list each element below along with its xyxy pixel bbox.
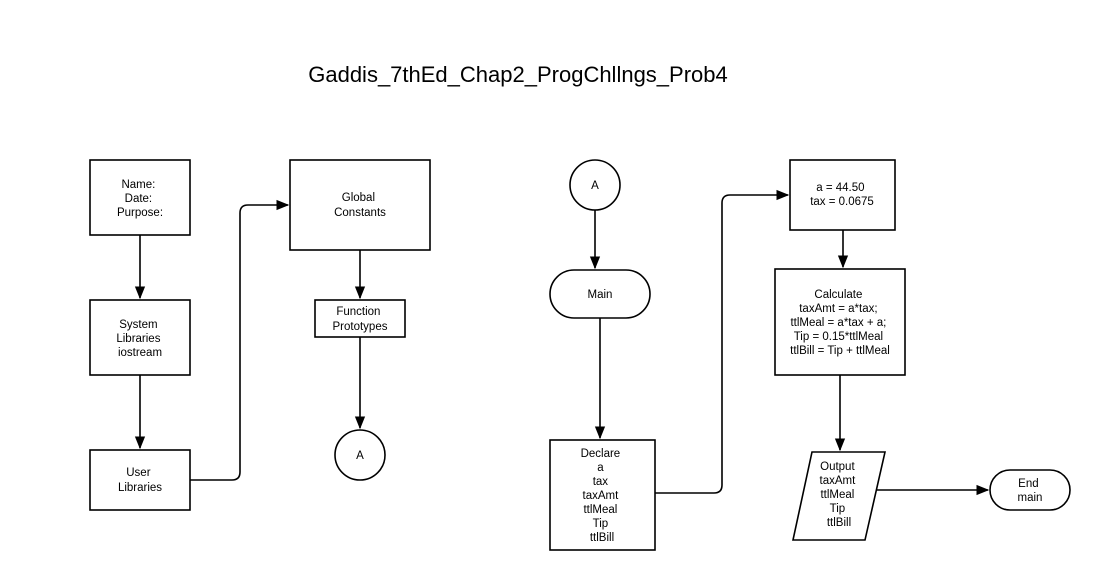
header-box <box>89 159 191 236</box>
connector-out-letter: A <box>356 450 364 462</box>
calculate-label: Calculate taxAmt = a*tax; ttlMeal = a*ta… <box>790 289 890 357</box>
shapes <box>89 159 1071 551</box>
connector-in-circle <box>569 159 621 211</box>
header-line: Name: <box>121 179 155 191</box>
declare-line: Declare <box>581 448 621 460</box>
system-libraries-line: Libraries <box>116 333 160 345</box>
declare-line: Tip <box>593 518 609 530</box>
calculate-line: Tip = 0.15*ttlMeal <box>794 331 883 343</box>
edges <box>134 189 990 496</box>
end-line: End <box>1018 478 1038 490</box>
assign-box <box>789 159 896 231</box>
calculate-line: ttlBill = Tip + ttlMeal <box>790 345 890 357</box>
output-line: ttlMeal <box>820 489 854 501</box>
header-line: Purpose: <box>117 207 163 219</box>
output-line: Output <box>820 461 855 473</box>
edge-declare-to-assign <box>655 189 790 494</box>
function-prototypes-line: Function <box>336 306 380 318</box>
labels: Name: Date: Purpose: System Libraries io… <box>116 179 1042 544</box>
connector-in-label: A <box>591 180 599 192</box>
declare-line: a <box>597 462 604 474</box>
system-libraries-line: iostream <box>118 347 162 359</box>
connector-out-circle <box>334 429 386 481</box>
declare-label: Declare a tax taxAmt ttlMeal Tip ttlBill <box>581 448 624 544</box>
calculate-box <box>774 268 906 376</box>
output-line: taxAmt <box>820 475 857 487</box>
declare-line: tax <box>593 476 609 488</box>
end-line: main <box>1018 492 1043 504</box>
edge-user-libraries-to-global-constants <box>190 199 290 481</box>
declare-line: ttlMeal <box>583 504 617 516</box>
function-prototypes-line: Prototypes <box>333 321 388 333</box>
global-constants-box <box>289 159 431 251</box>
main-line: Main <box>588 289 613 301</box>
calculate-line: taxAmt = a*tax; <box>799 303 877 315</box>
assign-label: a = 44.50 tax = 0.0675 <box>810 182 874 208</box>
user-libraries-box <box>89 449 191 511</box>
main-label: Main <box>588 289 613 301</box>
connector-out-label: A <box>356 450 364 462</box>
global-constants-label: Global Constants <box>334 192 386 219</box>
declare-line: ttlBill <box>590 532 614 544</box>
function-prototypes-label: Function Prototypes <box>333 306 388 333</box>
system-libraries-box <box>89 299 191 376</box>
function-prototypes-box <box>314 299 406 338</box>
output-label: Output taxAmt ttlMeal Tip ttlBill <box>820 461 859 529</box>
main-terminator <box>549 269 651 319</box>
end-label: End main <box>1018 478 1043 504</box>
declare-line: taxAmt <box>583 490 620 502</box>
diagram-title: Gaddis_7thEd_Chap2_ProgChllngs_Prob4 <box>308 62 728 87</box>
user-libraries-line: User <box>126 467 150 479</box>
assign-line: a = 44.50 <box>816 182 864 194</box>
system-libraries-line: System <box>119 319 157 331</box>
calculate-line: ttlMeal = a*tax + a; <box>790 317 886 329</box>
header-line: Date: <box>125 193 153 205</box>
output-parallelogram <box>792 451 887 541</box>
output-line: Tip <box>830 503 846 515</box>
system-libraries-label: System Libraries iostream <box>116 319 163 359</box>
end-terminator <box>989 469 1071 511</box>
declare-box <box>549 439 656 551</box>
header-label: Name: Date: Purpose: <box>117 179 163 219</box>
global-constants-line: Global <box>342 192 375 204</box>
assign-line: tax = 0.0675 <box>810 196 874 208</box>
user-libraries-line: Libraries <box>118 482 162 494</box>
output-line: ttlBill <box>827 517 851 529</box>
global-constants-line: Constants <box>334 207 386 219</box>
connector-in-letter: A <box>591 180 599 192</box>
calculate-line: Calculate <box>814 289 862 301</box>
user-libraries-label: User Libraries <box>118 467 162 494</box>
